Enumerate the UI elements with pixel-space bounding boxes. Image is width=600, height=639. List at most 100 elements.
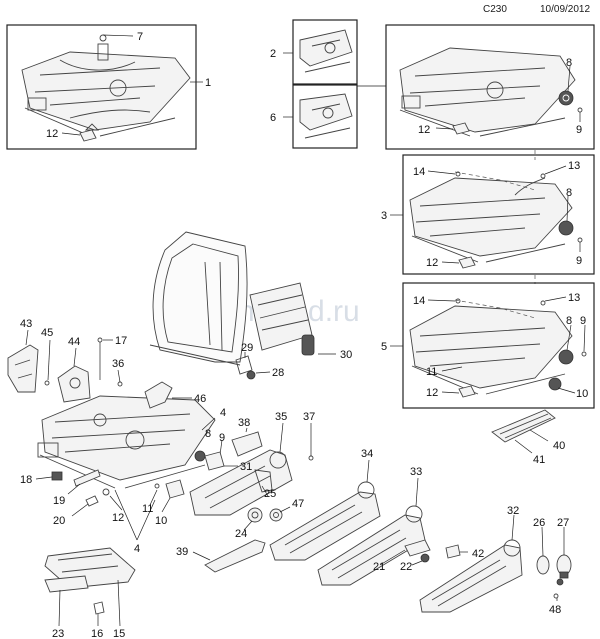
callout-1: 1	[205, 77, 211, 89]
callout-9: 9	[580, 315, 586, 327]
callout-43: 43	[20, 318, 32, 330]
callout-8: 8	[566, 57, 572, 69]
motor-8-box5	[558, 349, 574, 365]
rail-cover-40	[491, 409, 556, 443]
callout-42: 42	[472, 548, 484, 560]
assembly-box-top-right	[385, 24, 595, 150]
callout-12: 12	[426, 257, 438, 269]
callout-23: 23	[52, 628, 64, 639]
callout-11: 11	[426, 366, 437, 378]
callout-26: 26	[533, 517, 545, 529]
cover-23	[44, 575, 89, 593]
detail-box-6	[292, 84, 358, 149]
screw-48	[553, 593, 559, 599]
callout-17: 17	[115, 335, 127, 347]
callout-12: 12	[418, 124, 430, 136]
callout-12: 12	[46, 128, 58, 140]
callout-28: 28	[272, 367, 284, 379]
side-trim-35	[189, 449, 293, 516]
detail-part-6	[299, 93, 353, 139]
callout-10: 10	[155, 515, 167, 527]
recliner-29	[235, 355, 253, 375]
assembly-box-5	[402, 282, 595, 409]
screw-17	[97, 337, 103, 343]
clip-12-box1	[79, 129, 97, 142]
bracket-31	[204, 451, 225, 471]
bolt-28	[246, 370, 256, 380]
clip-16	[93, 601, 105, 615]
callout-4: 4	[134, 543, 140, 555]
callout-33: 33	[410, 466, 422, 478]
callout-38: 38	[238, 417, 250, 429]
motor-10-main	[165, 479, 185, 499]
callout-31: 31	[240, 461, 252, 473]
callout-5: 5	[381, 341, 387, 353]
callout-24: 24	[235, 528, 247, 540]
callout-4: 4	[220, 407, 226, 419]
seat-back-frame	[149, 231, 248, 366]
handle-46	[144, 381, 173, 409]
diagram-date: 10/09/2012	[540, 4, 591, 15]
callout-44: 44	[68, 336, 80, 348]
callout-46: 46	[194, 393, 206, 405]
callout-16: 16	[91, 628, 103, 639]
assembly-box-3	[402, 154, 595, 275]
motor-8-top	[558, 90, 574, 106]
knob-24	[247, 507, 263, 523]
detail-box-2	[292, 19, 358, 85]
callout-20: 20	[53, 515, 65, 527]
callout-14: 14	[413, 166, 425, 178]
callout-22: 22	[400, 561, 412, 573]
side-trim-34	[269, 481, 381, 561]
callout-12: 12	[112, 512, 124, 524]
callout-34: 34	[361, 448, 373, 460]
callout-35: 35	[275, 411, 287, 423]
callout-10: 10	[576, 388, 588, 400]
cover-39	[204, 539, 266, 573]
bracket-19	[73, 469, 101, 487]
clip-18	[51, 471, 63, 481]
callout-32: 32	[507, 505, 519, 517]
callout-7: 7	[137, 31, 143, 43]
clip-12-main	[102, 488, 110, 496]
callout-3: 3	[381, 210, 387, 222]
callout-29: 29	[241, 342, 253, 354]
bracket-25	[254, 469, 273, 493]
callout-36: 36	[112, 358, 124, 370]
side-panel-44	[57, 365, 91, 403]
callout-25: 25	[264, 488, 276, 500]
callout-labels: 7 1 12 2 6 8 9 12 14 13 8 3 12 9 14 13 8…	[20, 31, 588, 639]
callout-9: 9	[576, 255, 582, 267]
motor-8-box3	[558, 220, 574, 236]
seat-frame-assembly-3	[409, 171, 573, 263]
callout-21: 21	[373, 561, 385, 573]
callout-37: 37	[303, 411, 315, 423]
callout-41: 41	[533, 454, 545, 466]
clip-42	[445, 544, 461, 559]
callout-13: 13	[568, 160, 580, 172]
knob-47	[269, 508, 283, 522]
screw-37	[308, 455, 314, 461]
callout-47: 47	[292, 498, 304, 510]
clip-36	[117, 381, 123, 387]
callout-19: 19	[53, 495, 65, 507]
callout-18: 18	[20, 474, 32, 486]
callout-9: 9	[576, 124, 582, 136]
bracket-21	[404, 539, 431, 557]
detail-part-2	[299, 29, 353, 73]
side-trim-32	[419, 539, 523, 613]
seat-frame-assembly-1	[21, 34, 191, 137]
callout-9: 9	[219, 432, 225, 444]
seat-frame-assembly-top-right	[399, 47, 576, 137]
callout-8: 8	[566, 187, 572, 199]
callout-13: 13	[568, 292, 580, 304]
callout-14: 14	[413, 295, 425, 307]
callout-39: 39	[176, 546, 188, 558]
callout-8: 8	[566, 315, 572, 327]
washer-26	[536, 555, 550, 575]
lumbar-support-30	[249, 282, 315, 356]
callout-15: 15	[113, 628, 125, 639]
motor-10-box5	[548, 377, 562, 391]
callout-48: 48	[549, 604, 561, 616]
